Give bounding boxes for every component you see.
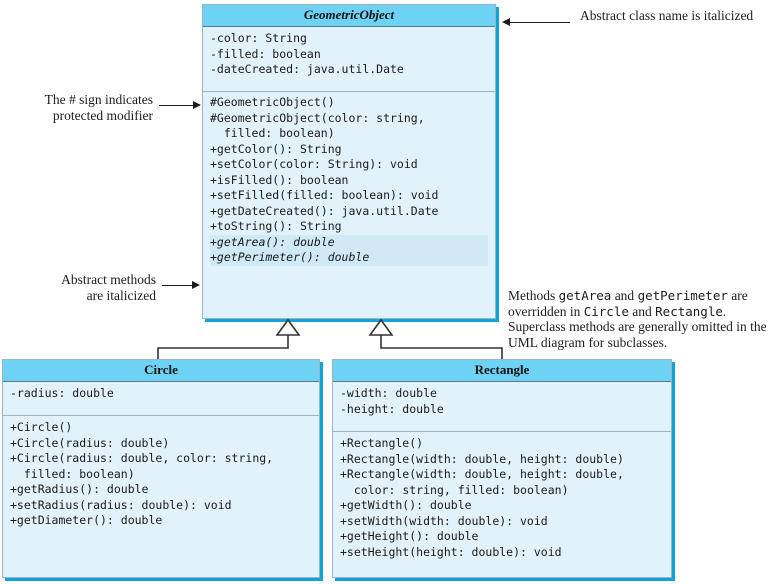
annotation-protected-modifier: The # sign indicates protected modifier <box>44 92 153 123</box>
method-row: #GeometricObject() <box>210 95 335 109</box>
arrow-right-icon <box>193 101 201 109</box>
field-row: -dateCreated: java.util.Date <box>210 62 404 76</box>
arrow-left-icon <box>502 18 510 26</box>
arrow-right-icon <box>192 281 200 289</box>
class-box-rectangle[interactable]: Rectangle -width: double -height: double… <box>332 359 672 578</box>
method-row: +Circle(radius: double, color: string, f… <box>10 451 274 481</box>
note-text-1: Methods <box>508 288 559 303</box>
inheritance-triangle-circle <box>275 318 301 336</box>
field-row: -filled: boolean <box>210 46 321 61</box>
method-row: +setColor(color: String): void <box>210 157 418 171</box>
class-name-rectangle: Rectangle <box>333 360 671 382</box>
inheritance-connectors <box>0 318 784 362</box>
note-text-3: are overridden in <box>508 288 748 319</box>
inheritance-triangle-rectangle <box>368 318 394 336</box>
inheritance-line-circle <box>157 335 289 359</box>
methods-compartment-rectangle: +Rectangle() +Rectangle(width: double, h… <box>333 431 671 565</box>
methods-compartment-circle: +Circle() +Circle(radius: double) +Circl… <box>3 415 319 534</box>
method-row: +setRadius(radius: double): void <box>10 497 232 512</box>
field-row: -width: double <box>340 386 437 400</box>
note-text-2: and <box>611 288 638 303</box>
note-text-4: and <box>628 303 656 319</box>
annotation-abstract-methods: Abstract methods are italicized <box>61 272 156 303</box>
method-row: +setHeight(height: double): void <box>340 544 562 559</box>
class-name-circle: Circle <box>3 360 319 382</box>
methods-compartment-geometric-object: #GeometricObject() #GeometricObject(colo… <box>203 91 495 271</box>
fields-compartment-rectangle: -width: double -height: double <box>333 382 671 431</box>
field-row: -radius: double <box>10 386 114 400</box>
method-row: +Rectangle(width: double, height: double… <box>340 451 624 466</box>
method-row: +getWidth(): double <box>340 498 472 512</box>
note-text-5: . Superclass methods are generally omitt… <box>508 303 767 350</box>
leader-line-protected <box>159 105 195 106</box>
inheritance-line-rectangle <box>380 335 503 359</box>
fields-compartment-geometric-object: -color: String -filled: boolean -dateCre… <box>203 27 495 91</box>
leader-line-abstract-class <box>510 22 570 23</box>
method-row: +getDateCreated(): java.util.Date <box>210 203 439 218</box>
class-box-circle[interactable]: Circle -radius: double +Circle() +Circle… <box>2 359 320 578</box>
method-row: +setWidth(width: double): void <box>340 513 548 528</box>
method-row: +toString(): String <box>210 219 342 233</box>
class-name-geometric-object: GeometricObject <box>203 5 495 27</box>
method-row-abstract: +getArea(): double <box>210 234 488 250</box>
field-row: -color: String <box>210 31 307 45</box>
leader-line-abstract-methods <box>162 285 194 286</box>
note-code-getperimeter: getPerimeter <box>637 288 728 303</box>
method-row: +isFilled(): boolean <box>210 172 349 187</box>
method-row: +Rectangle(width: double, height: double… <box>340 467 624 497</box>
method-row: +setFilled(filled: boolean): void <box>210 188 439 202</box>
method-row-abstract: +getPerimeter(): double <box>210 250 488 266</box>
method-row: +getRadius(): double <box>10 482 149 496</box>
note-code-getarea: getArea <box>558 288 612 303</box>
method-row: +getColor(): String <box>210 141 342 156</box>
method-row: #GeometricObject(color: string, filled: … <box>210 110 425 141</box>
method-row: +Circle(radius: double) <box>10 435 170 450</box>
class-box-geometric-object[interactable]: GeometricObject -color: String -filled: … <box>202 4 496 319</box>
method-row: +Rectangle() <box>340 436 424 450</box>
method-row: +getHeight(): double <box>340 529 479 543</box>
annotation-overridden-methods: Methods getArea and getPerimeter are ove… <box>508 288 784 350</box>
field-row: -height: double <box>340 401 444 416</box>
annotation-abstract-class-name: Abstract class name is italicized <box>580 8 754 23</box>
method-row: +Circle() <box>10 420 73 434</box>
note-code-rectangle: Rectangle <box>655 303 723 319</box>
note-code-circle: Circle <box>583 303 629 319</box>
method-row: +getDiameter(): double <box>10 513 163 527</box>
fields-compartment-circle: -radius: double <box>3 382 319 415</box>
